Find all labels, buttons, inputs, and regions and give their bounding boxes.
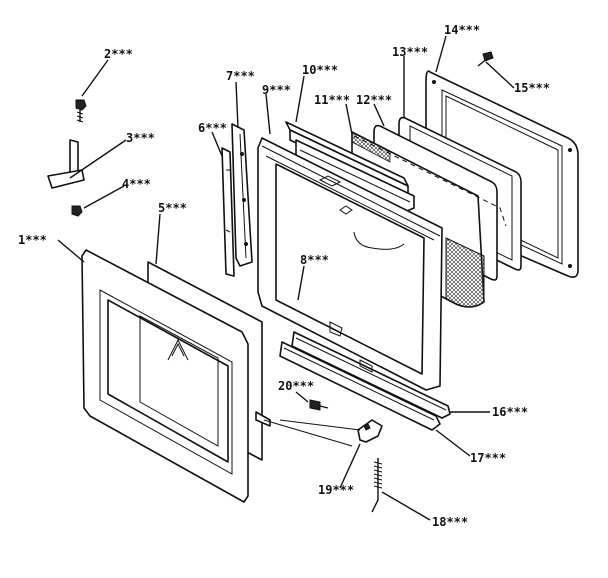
callout-13: 13*** [392,45,428,59]
connection-line [263,419,353,447]
callout-20: 20*** [278,379,314,393]
callout-16: 16*** [492,405,528,419]
callout-10: 10*** [302,63,338,77]
part-1-outer-door [81,249,271,503]
callout-4: 4*** [122,177,151,191]
part-16-bottom-channel [291,331,451,419]
part-15-screw [477,51,494,67]
callout-6: 6*** [198,121,227,135]
part-2-screw [75,99,87,123]
callout-19: 19*** [318,483,354,497]
part-4-screw [71,205,83,217]
callout-7: 7*** [226,69,255,83]
part-7-side-channel [231,123,253,267]
callout-8: 8*** [300,253,329,267]
callout-1: 1*** [18,233,47,247]
part-20-screw [309,399,329,411]
callout-5: 5*** [158,201,187,215]
part-3-hinge-bracket [47,139,85,189]
part-17-bottom-channel [279,341,441,431]
callout-9: 9*** [262,83,291,97]
callout-3: 3*** [126,131,155,145]
callout-12: 12*** [356,93,392,107]
callout-18: 18*** [432,515,468,529]
connection-line [279,419,361,431]
callout-17: 17*** [470,451,506,465]
part-19-latch [357,419,383,443]
part-18-spring [371,458,383,513]
part-6-side-bracket [221,147,235,277]
callout-11: 11*** [314,93,350,107]
leader-lines [57,35,515,521]
callout-2: 2*** [104,47,133,61]
callout-15: 15*** [514,81,550,95]
part-9-inner-frame [257,137,443,391]
callout-14: 14*** [444,23,480,37]
